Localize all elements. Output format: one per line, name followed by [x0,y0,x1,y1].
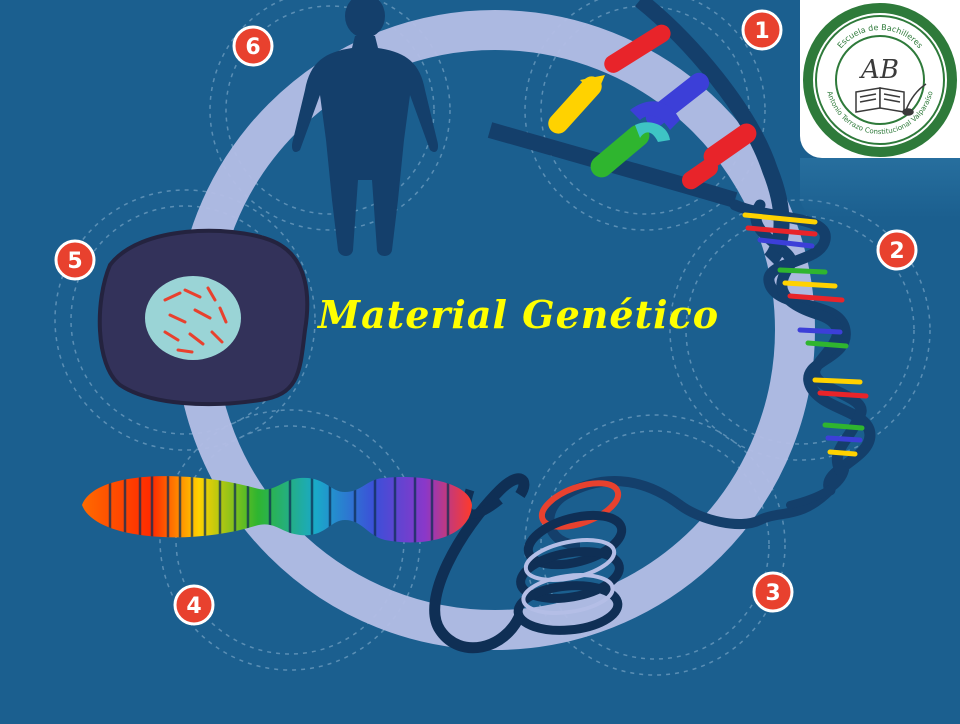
double-helix-illustration [675,199,876,530]
chromatin-coil-illustration [429,473,683,654]
book-icon [855,87,905,113]
stage-badge-2: 2 [876,229,918,271]
stage-number: 2 [889,239,904,264]
stage-badge-4: 4 [173,584,215,626]
stage-badge-6: 6 [232,25,274,67]
cell-illustration [97,228,310,407]
stage-badge-3: 3 [752,571,794,613]
stage-badge-5: 5 [54,239,96,281]
logo-ring [803,3,957,157]
stage-number: 5 [67,249,82,274]
slide-title: Material Genético [318,292,720,337]
quill-icon [902,83,927,116]
stage-badge-1: 1 [741,9,783,51]
stage-number: 6 [245,35,260,60]
human-body-illustration [291,0,439,256]
stage-number: 1 [754,19,769,44]
logo-reflection [800,158,960,218]
dna-ladder-illustration [487,0,790,266]
stage-number: 3 [765,581,780,606]
logo-monogram: AB [859,55,899,85]
school-logo: Escuela de Bachilleres Antonio Terrazo C… [800,0,960,158]
stage-number: 4 [186,594,201,619]
